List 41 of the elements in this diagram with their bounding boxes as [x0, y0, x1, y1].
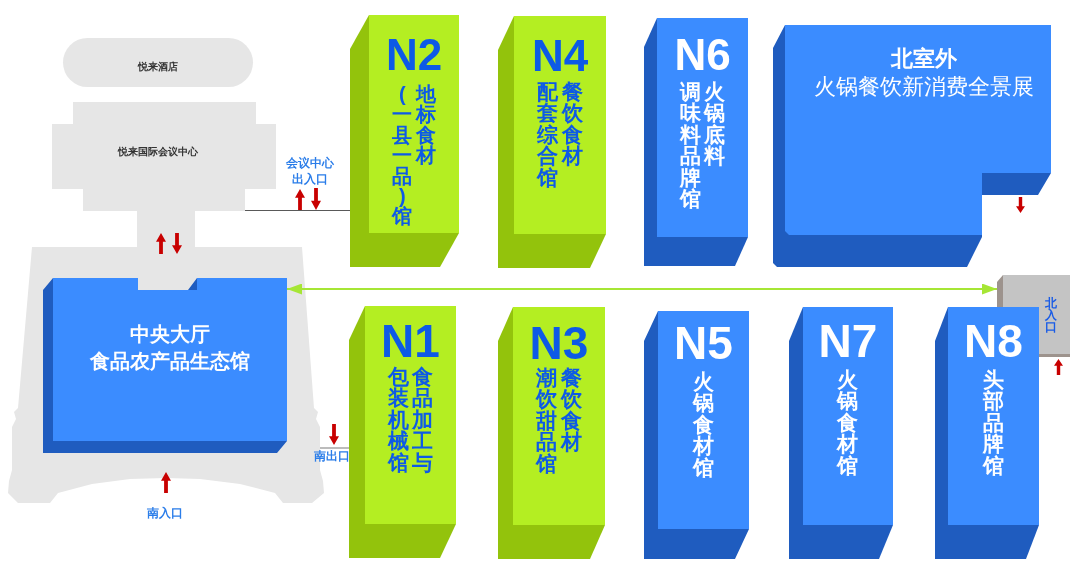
- double-arrow: [286, 283, 998, 295]
- hall-number: N5: [674, 320, 733, 366]
- hall-number: N1: [381, 318, 440, 364]
- hall-number: N7: [818, 318, 878, 364]
- building-block: [52, 102, 276, 211]
- hall-block: [644, 18, 748, 266]
- hall-block: [498, 16, 606, 268]
- building-name: 悦来国际会议中心: [118, 147, 198, 157]
- building-block: [63, 38, 253, 87]
- hall-block: [935, 307, 1039, 559]
- entrance-label: 会议中心出入口: [285, 156, 335, 187]
- entrance-label: 北入口: [1044, 297, 1058, 334]
- area-title: 北室外: [891, 48, 957, 70]
- building-name: 悦来酒店: [138, 62, 178, 72]
- hall-name: 地标食材(一县一品)馆: [391, 84, 437, 227]
- area-name: 火锅餐饮新消费全景展: [814, 76, 1034, 98]
- connector-line: [319, 447, 350, 449]
- hall-name: 头部品牌馆: [982, 369, 1005, 477]
- hall-block: [349, 306, 456, 558]
- area-block: [773, 25, 1051, 267]
- hall-block: [644, 311, 749, 559]
- hall-name: 火锅底料调味料品牌馆: [679, 81, 726, 210]
- hall-name: 火锅食材馆: [692, 371, 715, 479]
- hall-block: [498, 307, 605, 559]
- entrance-label: 南出口: [314, 451, 350, 463]
- hall-name: 火锅食材馆: [837, 369, 859, 477]
- hall-number: N3: [529, 320, 589, 366]
- hall-title: 中央大厅: [130, 324, 210, 344]
- hall-block: [350, 15, 459, 267]
- hall-name: 食品农产品生态馆: [90, 351, 250, 371]
- entrance-label: 南入口: [146, 508, 183, 520]
- hall-block: [789, 307, 893, 559]
- hall-number: N4: [531, 34, 589, 78]
- hall-name: 食品加工与包装机械馆: [387, 366, 434, 474]
- hall-name: 餐饮食材配套综合馆: [536, 81, 584, 189]
- hall-number: N6: [674, 33, 731, 77]
- hall-name: 餐饮食材潮饮甜品馆: [535, 367, 583, 475]
- hall-number: N2: [385, 33, 443, 77]
- hall-block: [43, 278, 287, 453]
- hall-number: N8: [964, 318, 1023, 364]
- connector-line: [244, 210, 351, 211]
